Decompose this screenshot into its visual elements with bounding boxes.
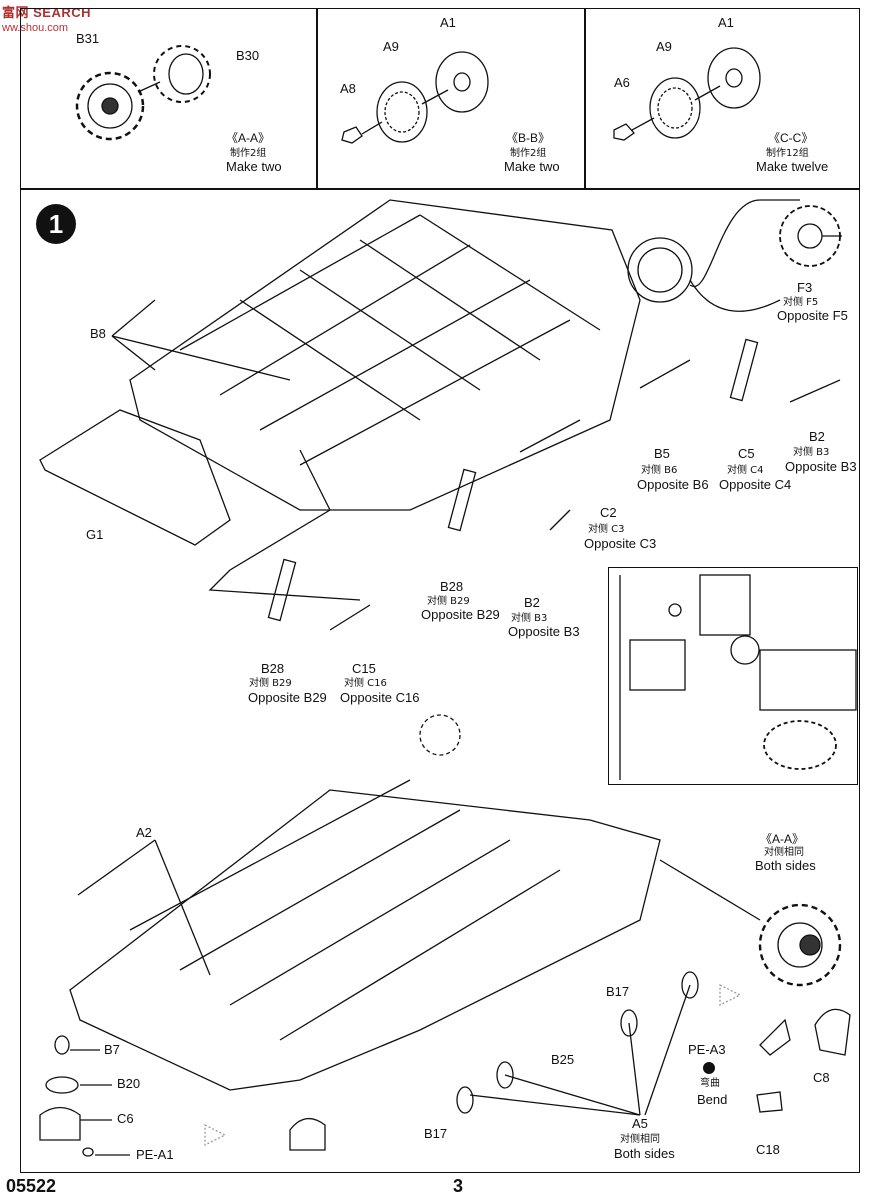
part-label-a9-c: A9 [656,39,672,54]
part-label-pe-a3: PE-A3 [688,1042,726,1057]
opposite-cn-b5: 对侧 B6 [641,465,678,476]
section-label-a-a: 《A-A》 [226,131,271,145]
part-label-f3: F3 [797,280,813,295]
top-panel-c [584,8,860,190]
hull-upper-icon [129,199,800,511]
bend-en: Bend [697,1092,728,1107]
opposite-en-b5: Opposite B6 [637,477,709,492]
make-count-cn-b: 制作2组 [510,148,547,159]
main-step-frame [20,188,860,1173]
part-label-c15: C15 [352,661,376,676]
top-panel-b [316,8,586,190]
sprocket-f3-icon [779,205,842,267]
opposite-en-b2-lower: Opposite B3 [508,624,580,639]
step-number-badge: 1 [36,204,76,244]
part-label-b28-upper: B28 [440,579,464,594]
opposite-cn-f3: 对侧 F5 [783,297,819,308]
make-count-en-c: Make twelve [756,159,829,174]
pe-bracket-icon [756,1008,851,1113]
top-panel-a [20,8,318,190]
inset-detail-frame [608,567,858,785]
opposite-en-c15: Opposite C16 [340,690,420,705]
part-label-c6: C6 [117,1111,134,1126]
part-label-c5: C5 [738,446,755,461]
part-label-b2-upper: B2 [809,429,825,444]
road-wheel-b-icon [341,51,489,144]
part-label-b8: B8 [90,326,106,341]
part-label-b5: B5 [654,446,670,461]
part-label-b25: B25 [551,1052,575,1067]
sprocket-aa-lower-icon [659,859,842,987]
product-code: 05522 [6,1176,57,1196]
opposite-en-b2-upper: Opposite B3 [785,459,857,474]
both-sides-cn-a5: 对侧相同 [620,1134,660,1145]
make-count-en-a: Make two [226,159,282,174]
armor-plate-g1-icon [39,409,231,546]
opposite-cn-b2-upper: 对侧 B3 [793,447,830,458]
part-label-c2: C2 [600,505,617,520]
make-count-cn-a: 制作2组 [230,148,267,159]
watermark-url: ww.shou.com [2,22,69,34]
section-label-a-a-lower: 《A-A》 [760,832,805,846]
opposite-cn-c15: 对侧 C16 [344,678,387,689]
return-rollers-icon [456,971,699,1116]
section-label-c-c: 《C-C》 [768,131,814,145]
part-label-b7: B7 [104,1042,120,1057]
part-label-b17-lower: B17 [424,1126,448,1141]
both-sides-en-a5: Both sides [614,1146,675,1161]
opposite-en-b28-upper: Opposite B29 [421,607,500,622]
hull-lower-icon [69,714,661,1091]
part-label-b28-lower: B28 [261,661,285,676]
idler-stack-icon [39,1035,326,1157]
part-label-pe-a1: PE-A1 [136,1147,174,1162]
opposite-cn-b28-lower: 对侧 B29 [249,678,292,689]
part-label-c8: C8 [813,1070,830,1085]
opposite-cn-b28-upper: 对侧 B29 [427,596,470,607]
part-label-a8: A8 [340,81,356,96]
part-label-c18: C18 [756,1142,780,1157]
part-label-a1-c: A1 [718,15,734,30]
opposite-cn-b2-lower: 对侧 B3 [511,613,548,624]
part-label-a5: A5 [632,1116,648,1131]
bend-cn: 弯曲 [700,1078,720,1089]
both-sides-en-aa: Both sides [755,858,816,873]
part-label-a1-b: A1 [440,15,456,30]
part-label-b2-lower: B2 [524,595,540,610]
section-label-b-b: 《B-B》 [506,131,551,145]
opposite-cn-c5: 对侧 C4 [727,465,764,476]
road-wheel-c-icon [613,47,761,141]
make-count-en-b: Make two [504,159,560,174]
opposite-en-b28-lower: Opposite B29 [248,690,327,705]
sprocket-a-icon [75,45,211,141]
inset-detail-icon [619,574,857,780]
part-label-g1: G1 [86,527,104,542]
opposite-en-c5: Opposite C4 [719,477,792,492]
both-sides-cn-aa: 对侧相同 [764,847,804,858]
part-label-b31: B31 [76,31,100,46]
part-label-a6: A6 [614,75,630,90]
part-label-a9-b: A9 [383,39,399,54]
suspension-arms-icon [267,338,841,631]
part-label-b20: B20 [117,1076,141,1091]
bend-icon [703,1062,715,1074]
part-label-b17-upper: B17 [606,984,630,999]
part-label-b30: B30 [236,48,260,63]
opposite-en-f3: Opposite F5 [777,308,848,323]
make-count-cn-c: 制作12组 [766,148,809,159]
opposite-cn-c2: 对侧 C3 [588,524,625,535]
opposite-en-c2: Opposite C3 [584,536,657,551]
page-number: 3 [453,1176,464,1196]
part-label-a2: A2 [136,825,152,840]
